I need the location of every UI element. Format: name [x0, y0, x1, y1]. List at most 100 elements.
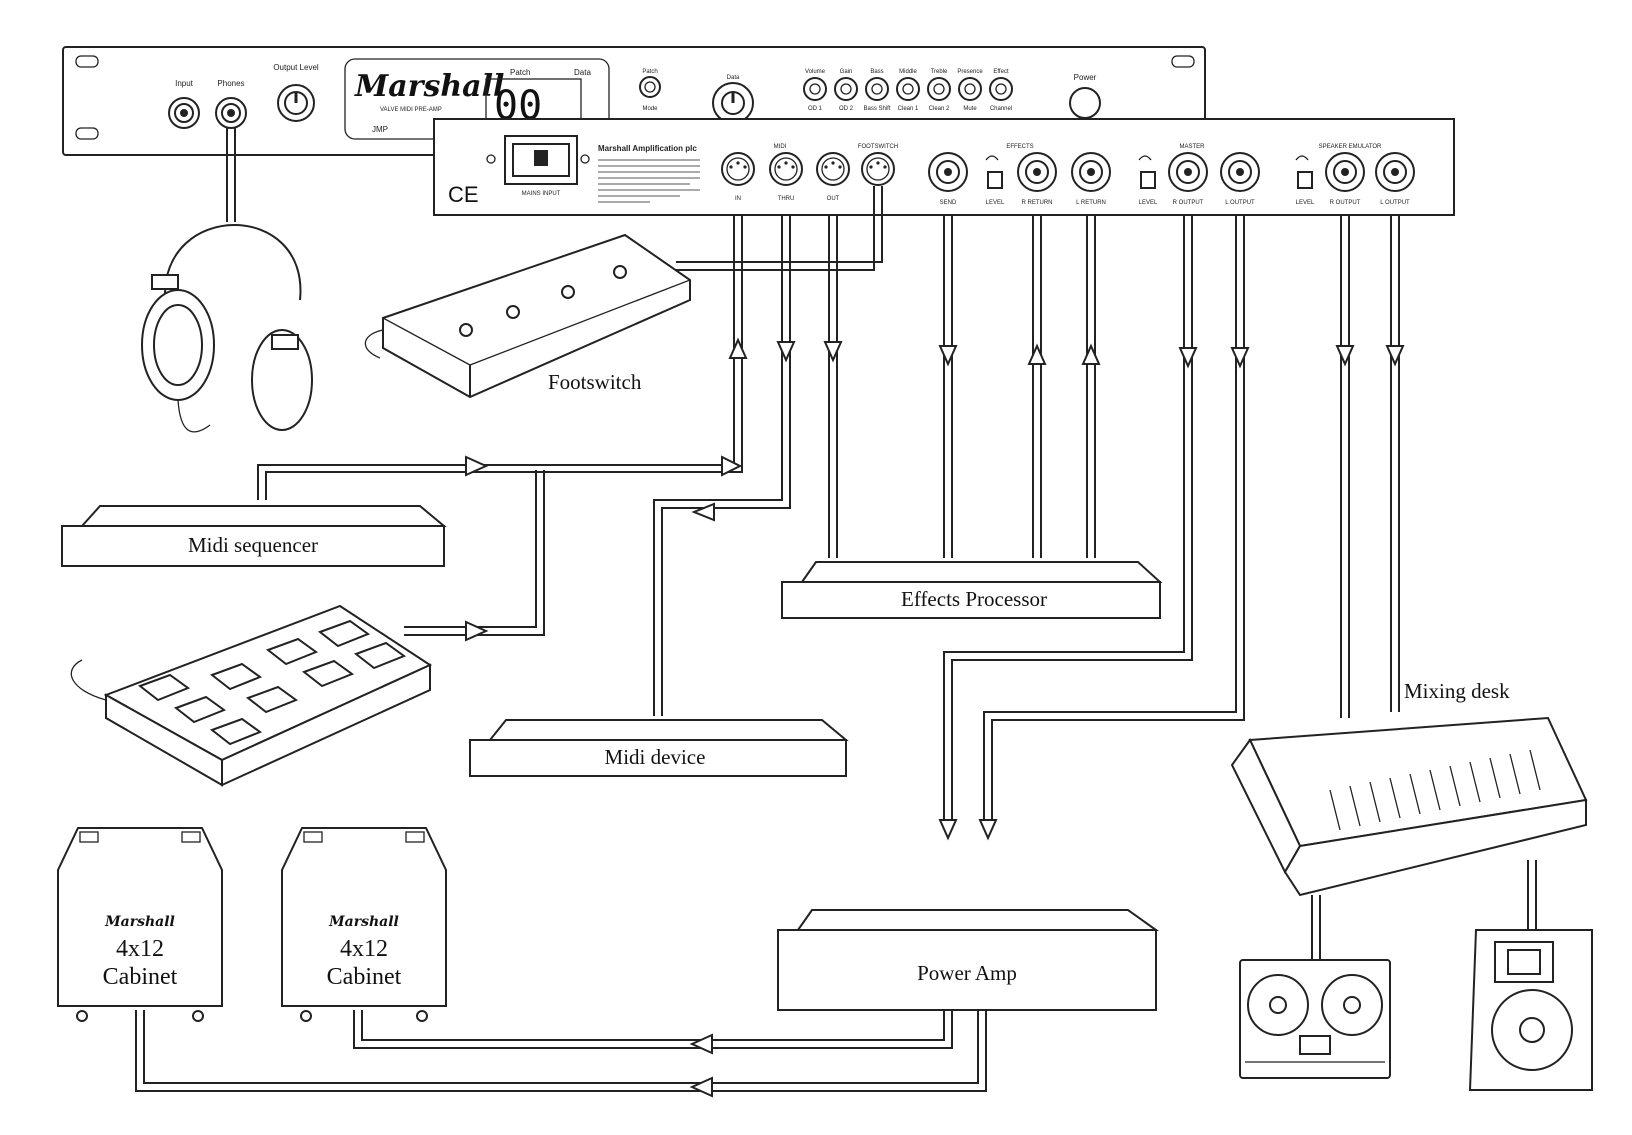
cabinet-right	[281, 827, 447, 1022]
master-section-label: MASTER	[1179, 144, 1205, 150]
midi-in-socket[interactable]	[721, 152, 755, 186]
power-label: Power	[1074, 73, 1097, 82]
effects-level-switch[interactable]	[985, 155, 1003, 189]
headphones	[141, 224, 313, 433]
midi-sequencer-box	[61, 505, 447, 567]
channel-labels: OD 1 OD 2 Bass Shift Clean 1 Clean 2 Mut…	[808, 106, 1012, 112]
midi-in-label: IN	[735, 196, 741, 202]
data-wheel-label: Data	[727, 75, 740, 81]
cabinet-left-word: Cabinet	[103, 964, 178, 990]
master-l-output-label: L OUTPUT	[1225, 200, 1255, 206]
phones-cable	[226, 128, 236, 222]
speaker-r-output-cable	[1335, 216, 1355, 718]
master-level-switch[interactable]	[1138, 155, 1156, 189]
effects-l-return-jack[interactable]	[1071, 152, 1111, 192]
power-amp-label: Power Amp	[917, 961, 1017, 985]
midi-device-label: Midi device	[605, 745, 706, 769]
speaker-emulator-section-label: SPEAKER EMULATOR	[1319, 144, 1382, 150]
front-brand-logo: Marshall	[354, 69, 504, 104]
input-jack[interactable]	[168, 97, 200, 129]
channel-clean2: Clean 2	[929, 106, 950, 112]
sequencer-to-midi-in-arrow	[465, 455, 743, 477]
channel-od1: OD 1	[808, 106, 823, 112]
speaker-l-output-jack[interactable]	[1375, 152, 1415, 192]
monitor-speaker	[1468, 929, 1593, 1091]
middle-knob[interactable]	[896, 77, 920, 101]
bass-knob[interactable]	[865, 77, 889, 101]
channel-mute: Mute	[963, 106, 977, 112]
channel-bass-shift: Bass Shift	[863, 106, 890, 112]
effects-r-return-cable	[1027, 216, 1047, 558]
midi-section-label: MIDI	[774, 144, 787, 150]
effects-l-return-cable	[1081, 216, 1101, 558]
middle-label: Middle	[899, 69, 917, 75]
effects-send-label: SEND	[940, 200, 957, 206]
power-amp-box	[777, 909, 1160, 1011]
footswitch-button	[561, 285, 575, 299]
effects-processor-label: Effects Processor	[901, 587, 1047, 611]
knob-row: Volume Gain Bass Middle Treble Presence …	[803, 69, 1013, 101]
mixer-faders	[1329, 749, 1541, 831]
controller-pads	[137, 619, 407, 746]
mixing-desk	[1230, 716, 1588, 897]
treble-knob[interactable]	[927, 77, 951, 101]
effect-knob[interactable]	[989, 77, 1013, 101]
footswitch-button	[506, 305, 520, 319]
midi-out-socket[interactable]	[816, 152, 850, 186]
effects-send-jack[interactable]	[928, 152, 968, 192]
midi-sequencer-label: Midi sequencer	[188, 533, 318, 557]
gain-knob[interactable]	[834, 77, 858, 101]
output-level-label: Output Level	[273, 63, 319, 72]
input-label: Input	[175, 79, 194, 88]
midi-in-cable	[257, 216, 748, 500]
patch-button[interactable]	[639, 76, 661, 98]
speaker-r-output-jack[interactable]	[1325, 152, 1365, 192]
mains-input-socket[interactable]	[504, 135, 578, 185]
effects-section-label: EFFECTS	[1006, 144, 1033, 150]
mains-input-label: MAINS INPUT	[522, 191, 561, 197]
master-l-output-jack[interactable]	[1220, 152, 1260, 192]
rear-panel: CE MAINS INPUT Marshall Amplification pl…	[433, 118, 1455, 216]
mixer-to-tape-cable	[1311, 895, 1321, 960]
midi-thru-socket[interactable]	[769, 152, 803, 186]
midi-out-cable	[823, 216, 843, 558]
speaker-level-label: LEVEL	[1296, 200, 1315, 206]
effects-r-return-jack[interactable]	[1017, 152, 1057, 192]
cabinet-left	[57, 827, 223, 1022]
effects-send-cable	[938, 216, 958, 558]
speaker-level-switch[interactable]	[1295, 155, 1313, 189]
data-label: Data	[574, 68, 591, 77]
mode-label: Mode	[642, 106, 658, 112]
footswitch-button	[613, 265, 627, 279]
patch-button-label: Patch	[642, 69, 657, 75]
footswitch-socket[interactable]	[861, 152, 895, 186]
master-r-output-cable	[938, 216, 1198, 841]
midi-device-box	[469, 719, 849, 777]
treble-label: Treble	[931, 69, 948, 75]
front-model-short: JMP	[372, 125, 388, 134]
master-r-output-jack[interactable]	[1168, 152, 1208, 192]
presence-label: Presence	[957, 69, 983, 75]
master-r-output-label: R OUTPUT	[1173, 200, 1204, 206]
midi-device-thru-arrow	[691, 502, 715, 522]
power-amp-to-cabinets-cable	[135, 1010, 987, 1098]
company-label: Marshall Amplification plc	[598, 144, 697, 153]
cabinet-right-brand: Marshall	[328, 914, 399, 930]
phones-jack[interactable]	[215, 97, 247, 129]
gain-label: Gain	[840, 69, 853, 75]
effect-label: Effect	[993, 69, 1009, 75]
effects-r-return-label: R RETURN	[1022, 200, 1053, 206]
speaker-r-output-label: R OUTPUT	[1330, 200, 1361, 206]
speaker-l-output-label: L OUTPUT	[1380, 200, 1410, 206]
presence-knob[interactable]	[958, 77, 982, 101]
volume-knob[interactable]	[803, 77, 827, 101]
cables	[135, 128, 1537, 1098]
footswitch-section-label: FOOTSWITCH	[858, 144, 898, 150]
output-level-knob[interactable]	[277, 84, 315, 122]
midi-thru-cable	[653, 216, 796, 716]
controller-cable	[404, 470, 545, 642]
footswitch-device	[364, 233, 692, 399]
channel-clean1: Clean 1	[898, 106, 919, 112]
front-model-label: VALVE MIDI PRE-AMP	[380, 107, 442, 113]
midi-out-label: OUT	[827, 196, 840, 202]
